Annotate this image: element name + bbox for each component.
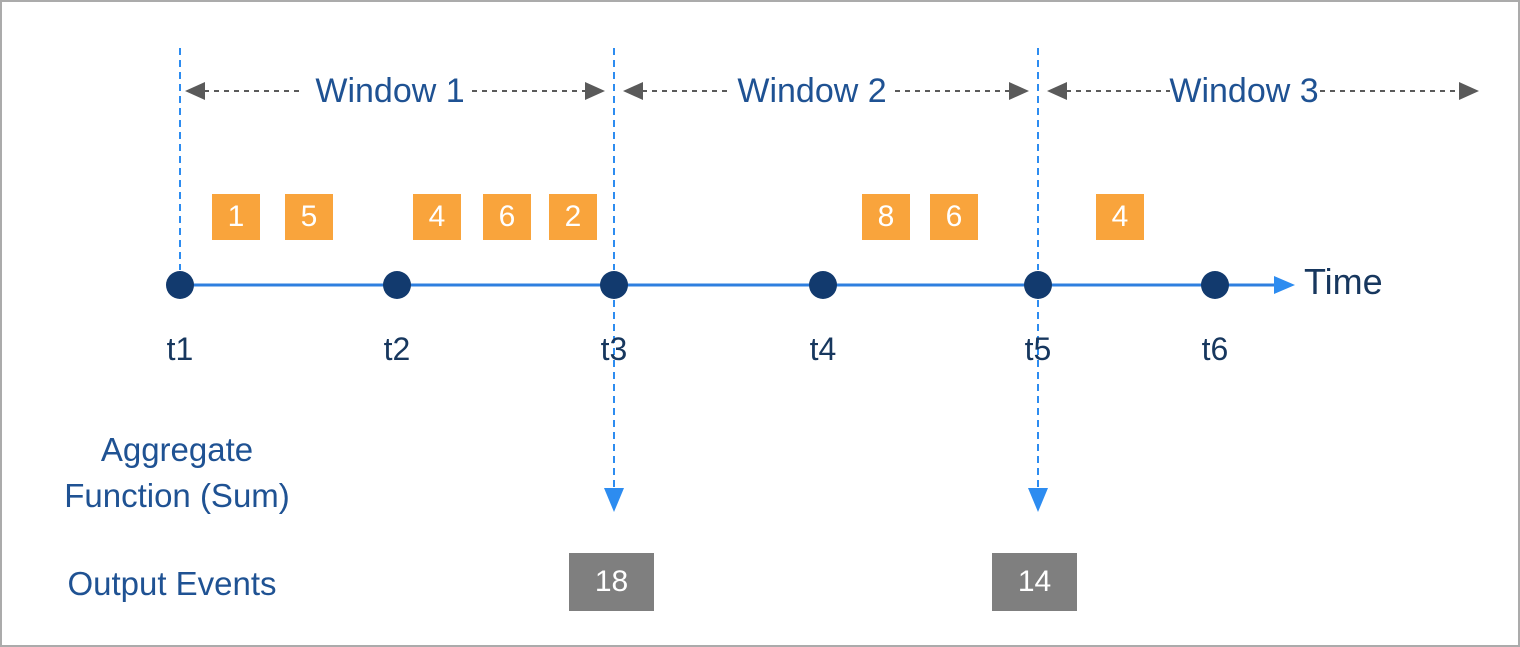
event-box: 4 xyxy=(413,194,461,240)
tick-label-t3: t3 xyxy=(600,331,628,367)
event-box: 5 xyxy=(285,194,333,240)
window-1-label: Window 1 xyxy=(315,72,465,110)
event-box: 6 xyxy=(483,194,531,240)
event-box: 1 xyxy=(212,194,260,240)
tick-label-t2: t2 xyxy=(383,331,411,367)
event-box: 2 xyxy=(549,194,597,240)
tick-label-t6: t6 xyxy=(1201,331,1229,367)
arrow-left-icon xyxy=(623,82,643,100)
arrow-left-icon xyxy=(1047,82,1067,100)
time-axis-label: Time xyxy=(1304,261,1383,302)
window-2-label: Window 2 xyxy=(737,72,887,110)
tick-label-t4: t4 xyxy=(809,331,837,367)
window-3-label: Window 3 xyxy=(1169,72,1319,110)
tick-label-t5: t5 xyxy=(1024,331,1052,367)
arrow-right-icon xyxy=(1274,276,1295,294)
output-box-window1: 18 xyxy=(569,553,654,611)
event-box: 8 xyxy=(862,194,910,240)
aggregate-output-arrow-t5 xyxy=(1028,300,1048,512)
arrow-right-icon xyxy=(1009,82,1029,100)
timeline-dot-t1 xyxy=(166,271,194,299)
arrow-right-icon xyxy=(585,82,605,100)
event-box: 6 xyxy=(930,194,978,240)
aggregate-output-arrow-t3 xyxy=(604,300,624,512)
arrow-right-icon xyxy=(1459,82,1479,100)
window-span-arrows-window2 xyxy=(623,82,1029,100)
arrow-down-icon xyxy=(604,488,624,512)
timeline-dot-t6 xyxy=(1201,271,1229,299)
event-box: 4 xyxy=(1096,194,1144,240)
arrow-down-icon xyxy=(1028,488,1048,512)
arrow-left-icon xyxy=(185,82,205,100)
timeline-dot-t5 xyxy=(1024,271,1052,299)
timeline-dot-t3 xyxy=(600,271,628,299)
aggregate-function-label: Aggregate Function (Sum) xyxy=(64,431,290,514)
timeline-axis xyxy=(180,276,1295,294)
output-events-label: Output Events xyxy=(67,565,277,602)
window-span-arrows-window3 xyxy=(1047,82,1479,100)
output-box-window2: 14 xyxy=(992,553,1077,611)
tick-label-t1: t1 xyxy=(166,331,194,367)
window-span-arrows-window1 xyxy=(185,82,605,100)
timeline-dot-t2 xyxy=(383,271,411,299)
timeline-dot-t4 xyxy=(809,271,837,299)
